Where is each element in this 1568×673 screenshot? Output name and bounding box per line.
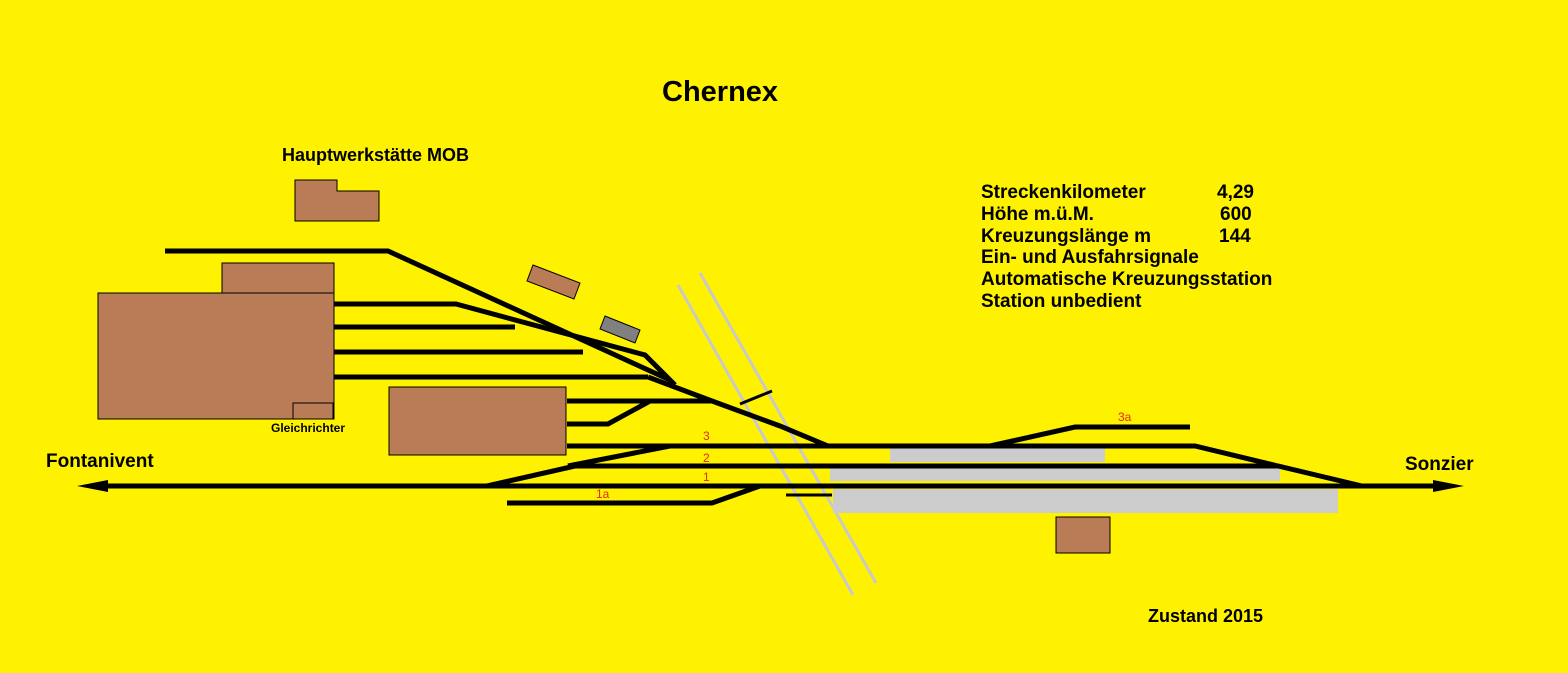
page-title: Chernex — [662, 76, 778, 108]
info-label-km: Streckenkilometer — [981, 182, 1146, 203]
workshop-label: Hauptwerkstätte MOB — [282, 145, 469, 165]
depot-building — [388, 386, 567, 456]
east-destination: Sonzier — [1405, 454, 1474, 475]
west-destination: Fontanivent — [46, 451, 154, 472]
rectifier-building — [292, 402, 334, 420]
platform-middle — [830, 468, 1280, 481]
info-value-height: 600 — [1220, 204, 1252, 225]
station-info-block: Streckenkilometer 4,29 Höhe m.ü.M. 600 K… — [981, 182, 1272, 312]
track-1a — [507, 483, 761, 506]
info-value-km: 4,29 — [1217, 182, 1254, 203]
note-automatic: Automatische Kreuzungsstation — [981, 269, 1272, 290]
track-3 — [567, 443, 1279, 469]
station-building — [1055, 516, 1111, 554]
arrow-west-icon — [77, 480, 108, 492]
rectifier-label: Gleichrichter — [271, 421, 345, 435]
depot-track-lower — [567, 398, 712, 427]
tracks — [77, 248, 1464, 506]
track-2 — [486, 463, 1363, 489]
note-unmanned: Station unbedient — [981, 291, 1142, 312]
platform-upper-short — [890, 448, 1105, 462]
track-number-3a: 3a — [1118, 410, 1132, 424]
grey-shed-diagonal — [599, 315, 641, 344]
workshop-lead — [647, 374, 829, 449]
workshop-annex-building — [294, 179, 380, 222]
track-number-1a: 1a — [596, 487, 610, 501]
info-value-length: 144 — [1219, 226, 1251, 247]
platform-lower — [833, 489, 1338, 513]
signal-mark-upper — [739, 389, 773, 406]
workshop-track-1 — [334, 301, 677, 387]
info-label-height: Höhe m.ü.M. — [981, 204, 1094, 225]
track-3a — [989, 424, 1190, 449]
track-number-3: 3 — [703, 429, 710, 443]
main-workshop-hall — [97, 292, 335, 420]
track-number-1: 1 — [703, 470, 710, 484]
note-signals: Ein- und Ausfahrsignale — [981, 247, 1199, 268]
state-label: Zustand 2015 — [1148, 606, 1263, 626]
workshop-small-hall — [221, 262, 335, 294]
arrow-east-icon — [1433, 480, 1464, 492]
shed-diagonal — [526, 264, 581, 300]
road-line-west — [676, 284, 855, 596]
track-number-2: 2 — [703, 451, 710, 465]
info-label-length: Kreuzungslänge m — [981, 226, 1151, 247]
